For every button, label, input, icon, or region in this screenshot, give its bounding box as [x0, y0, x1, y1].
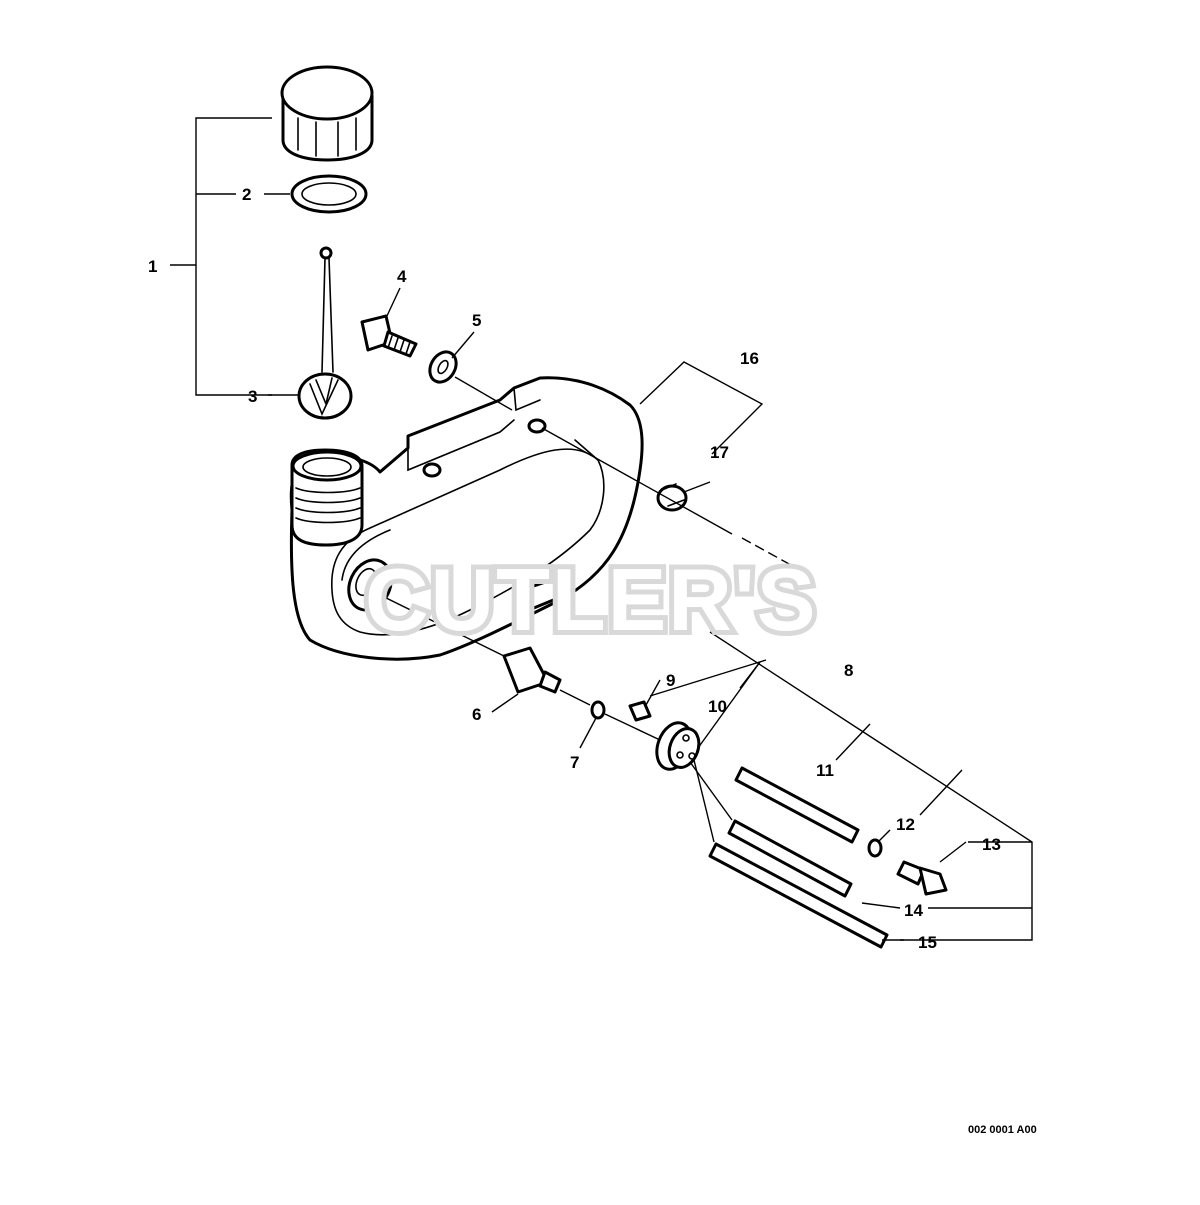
hose-14	[727, 819, 853, 898]
callout-7: 7	[570, 753, 579, 772]
callout-6: 6	[472, 705, 481, 724]
bolt	[360, 314, 418, 358]
washer	[428, 350, 458, 384]
callout-8: 8	[844, 661, 853, 680]
fuel-tank	[289, 376, 644, 661]
callout-17: 17	[710, 443, 729, 462]
callout-12: 12	[896, 815, 915, 834]
diagram-reference-code: 002 0001 A00	[968, 1124, 1037, 1136]
outlet-fitting	[502, 646, 562, 694]
callout-3: 3	[248, 387, 257, 406]
gasket	[290, 174, 368, 214]
callout-13: 13	[982, 835, 1001, 854]
callout-5: 5	[472, 311, 481, 330]
callout-2: 2	[242, 185, 251, 204]
callout-9: 9	[666, 671, 675, 690]
callout-4: 4	[397, 267, 407, 286]
callout-1: 1	[148, 257, 157, 276]
hose-11	[734, 766, 860, 844]
o-ring	[590, 700, 606, 720]
callout-14: 14	[904, 901, 923, 920]
callout-10: 10	[708, 697, 727, 716]
assembly-lines	[369, 376, 801, 843]
o-ring-small	[867, 838, 883, 858]
hose-15	[708, 842, 889, 949]
strainer	[297, 246, 353, 420]
callouts: 1 2 3 4 5 6 7 8 9 10 11 12 13 14 15 16 1…	[148, 185, 1001, 952]
callout-16: 16	[740, 349, 759, 368]
plug	[628, 700, 652, 722]
watermark: CUTLER'S	[365, 550, 817, 649]
callout-15: 15	[918, 933, 937, 952]
callout-11: 11	[816, 761, 834, 780]
fuel-filter	[896, 860, 948, 896]
grommet-ports	[655, 721, 701, 771]
fuel-cap	[280, 65, 374, 162]
leader-lines	[170, 117, 1033, 941]
